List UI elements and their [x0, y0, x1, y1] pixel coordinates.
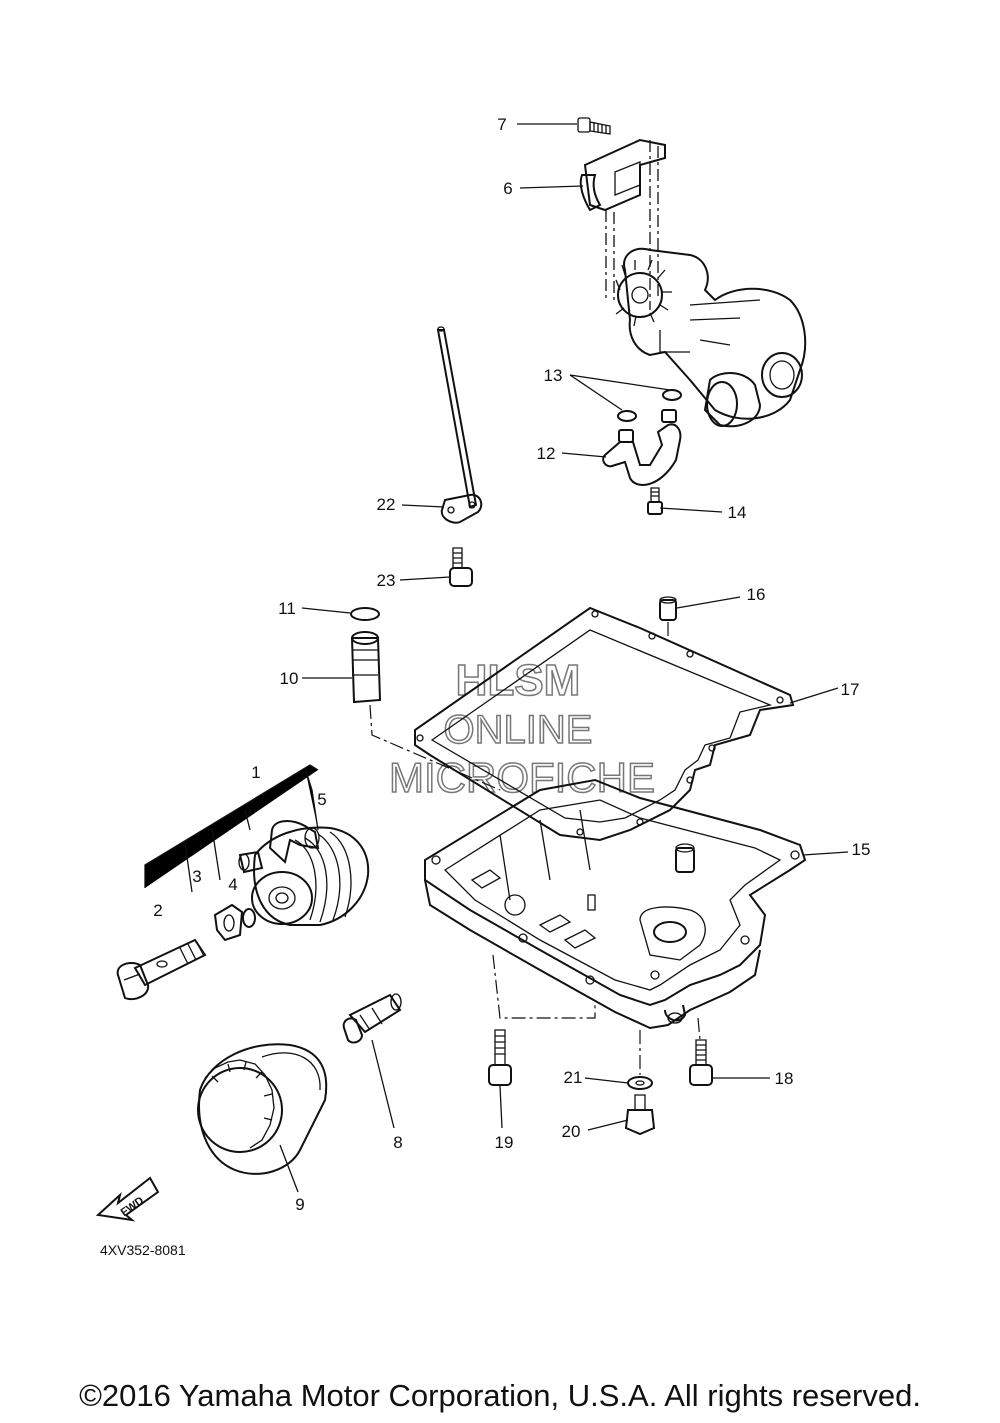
part-4-o-ring: [242, 908, 256, 928]
part-10-pipe: [350, 631, 501, 791]
part-14-bolt: [647, 487, 663, 515]
callout-14: 14: [728, 503, 747, 522]
part-12-oil-pipe: [602, 409, 682, 486]
callout-7: 7: [497, 115, 506, 134]
diagram-code: 4XV352-8081: [100, 1242, 186, 1258]
callout-labels: 1 2 3 4 5 6 7 8 9 10 11 12 13 14 15 16 1…: [153, 115, 870, 1214]
callout-5: 5: [317, 790, 326, 809]
pan-bolt-guide: [492, 954, 596, 1019]
callout-13: 13: [544, 366, 563, 385]
callout-11: 11: [278, 599, 296, 618]
part-11-o-ring: [350, 607, 380, 621]
part-18-bolt: [689, 1039, 713, 1086]
callout-6: 6: [503, 179, 512, 198]
oil-pump-assembly: [615, 247, 807, 428]
copyright-notice: ©2016 Yamaha Motor Corporation, U.S.A. A…: [79, 1378, 921, 1413]
part-13-o-rings: [617, 389, 682, 422]
part-7-bolt: [577, 117, 611, 135]
callout-group-bracket: [144, 764, 319, 893]
part-15-oil-pan: [424, 778, 807, 1030]
part-19-bolt: [488, 1029, 512, 1086]
callout-1: 1: [251, 763, 260, 782]
part-16-dowel: [659, 596, 677, 621]
callout-20: 20: [562, 1122, 581, 1141]
watermark-line-3: MICROFICHE: [389, 754, 655, 801]
leader-lines: [279, 123, 849, 1193]
part-2-bolt: [116, 938, 207, 1001]
callout-12: 12: [537, 444, 556, 463]
part-17-gasket: [414, 606, 795, 842]
part-6-bracket: [579, 138, 666, 310]
callout-8: 8: [393, 1133, 402, 1152]
callout-15: 15: [852, 840, 871, 859]
part-20-drain-bolt: [624, 1094, 656, 1136]
part-21-washer: [627, 1076, 653, 1090]
callout-19: 19: [495, 1133, 514, 1152]
callout-17: 17: [841, 680, 860, 699]
fwd-arrow-icon: FWD: [95, 1176, 160, 1222]
part-1-hose-fitting: [238, 820, 320, 874]
callout-4: 4: [228, 875, 237, 894]
watermark-line-2: ONLINE: [444, 708, 593, 752]
part-5-oil-cooler: [251, 826, 370, 926]
part-23-bolt: [449, 547, 473, 587]
part-8-union: [342, 993, 402, 1044]
callout-9: 9: [295, 1195, 304, 1214]
callout-22: 22: [377, 495, 396, 514]
callout-21: 21: [564, 1068, 583, 1087]
callout-10: 10: [280, 669, 299, 688]
part-9-oil-filter: [197, 1043, 328, 1175]
bolt-18-guide: [697, 1017, 701, 1041]
callout-2: 2: [153, 901, 162, 920]
callout-16: 16: [747, 585, 766, 604]
callout-3: 3: [192, 867, 201, 886]
callout-23: 23: [377, 571, 396, 590]
callout-18: 18: [775, 1069, 794, 1088]
part-3-washer: [213, 903, 244, 942]
part-22-gauge: [436, 326, 483, 524]
